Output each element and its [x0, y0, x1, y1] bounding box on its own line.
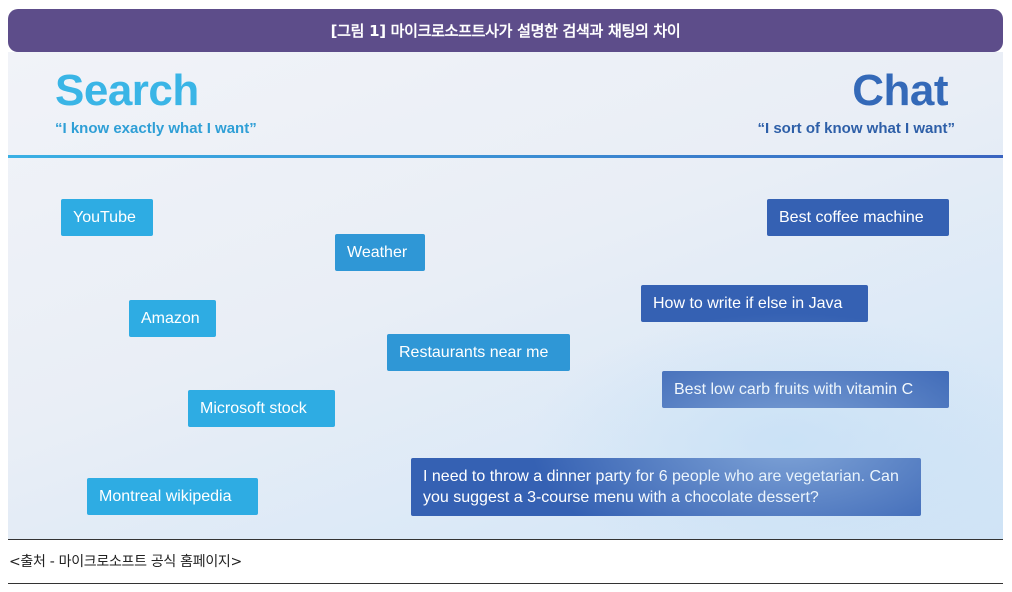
chat-quote: “I sort of know what I want”: [757, 120, 955, 137]
search-query-chip: Amazon: [129, 300, 216, 337]
search-vs-chat-figure: Search “I know exactly what I want” Chat…: [8, 52, 1003, 539]
source-note: <출처 - 마이크로소프트 공식 홈페이지>: [9, 554, 242, 570]
search-query-chip: Weather: [335, 234, 425, 271]
chat-query-chip: I need to throw a dinner party for 6 peo…: [411, 458, 921, 516]
search-query-chip: Microsoft stock: [188, 390, 335, 427]
search-query-label: YouTube: [73, 208, 136, 226]
search-query-label: Microsoft stock: [200, 399, 307, 417]
search-query-chip: Restaurants near me: [387, 334, 570, 371]
search-heading: Search: [55, 66, 199, 115]
source-rule-bottom: [8, 583, 1003, 584]
search-query-label: Restaurants near me: [399, 343, 549, 361]
figure-caption: [그림 1] 마이크로소프트사가 설명한 검색과 채팅의 차이: [330, 22, 681, 40]
chat-query-chip: Best low carb fruits with vitamin C: [662, 371, 949, 408]
chat-query-label: Best low carb fruits with vitamin C: [674, 380, 914, 398]
chat-heading: Chat: [852, 66, 948, 115]
figure-caption-bar: [그림 1] 마이크로소프트사가 설명한 검색과 채팅의 차이: [8, 9, 1003, 52]
chat-query-label: Best coffee machine: [779, 208, 924, 226]
gradient-divider: [8, 155, 1003, 158]
chat-query-label: I need to throw a dinner party for 6 peo…: [423, 468, 899, 506]
search-quote: “I know exactly what I want”: [55, 120, 257, 137]
search-query-label: Montreal wikipedia: [99, 487, 232, 505]
search-query-label: Weather: [347, 243, 408, 261]
search-query-label: Amazon: [141, 309, 200, 327]
source-rule-top: [8, 539, 1003, 540]
chat-query-chip: How to write if else in Java: [641, 285, 868, 322]
search-query-chip: Montreal wikipedia: [87, 478, 258, 515]
chat-query-chip: Best coffee machine: [767, 199, 949, 236]
search-query-chip: YouTube: [61, 199, 153, 236]
chat-query-label: How to write if else in Java: [653, 294, 843, 312]
